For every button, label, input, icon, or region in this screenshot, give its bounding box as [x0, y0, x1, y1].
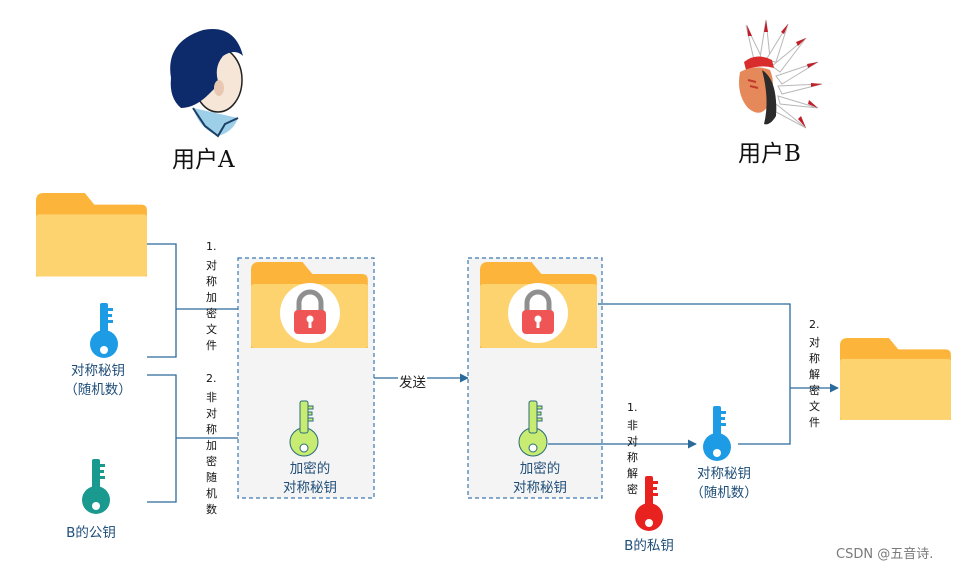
user-a-label: 用户A [172, 147, 235, 173]
box-b-key-label-line2: 对称秘钥 [513, 480, 567, 496]
step-a1-number: 1. [206, 240, 217, 253]
b-public-key-label: B的公钥 [66, 525, 116, 541]
right-symmetric-key-label: 对称秘钥 （随机数） [676, 465, 772, 503]
step-b1-text: 非对称解密 [627, 419, 638, 496]
step-a1-text: 对称加密文件 [206, 259, 217, 352]
encrypted-folder-icon-a [251, 262, 368, 348]
step-a2-text: 非对称加密随机数 [206, 391, 217, 516]
box-b-key-label-line1: 加密的 [519, 461, 561, 477]
box-a-key-label-line1: 加密的 [289, 461, 331, 477]
b-private-key-label: B的私钥 [624, 538, 674, 554]
decrypted-symmetric-key-icon [703, 406, 731, 461]
user-b-label: 用户B [738, 141, 801, 167]
b-private-key-icon [635, 476, 663, 531]
right-symmetric-key-label-line1: 对称秘钥 [697, 466, 751, 482]
plain-file-folder-icon [36, 193, 147, 277]
right-symmetric-key-label-line2: （随机数） [690, 485, 758, 501]
send-label: 发送 [398, 371, 427, 391]
right-flow-lines [548, 303, 839, 449]
step-b2-number: 2. [809, 318, 820, 331]
box-b-key-label: 加密的 对称秘钥 [500, 460, 580, 498]
step-b1-number: 1. [627, 401, 638, 414]
step-b2-text: 对称解密文件 [809, 336, 820, 429]
symmetric-key-icon [90, 303, 118, 358]
symmetric-key-label-line1: 对称秘钥 [71, 363, 125, 379]
step-a2-number: 2. [206, 372, 217, 385]
left-bracket-lines [147, 243, 277, 503]
decrypted-file-folder-icon [840, 338, 951, 420]
user-b-avatar [739, 19, 823, 129]
symmetric-key-label: 对称秘钥 （随机数） [50, 362, 146, 400]
box-a-key-label-line2: 对称秘钥 [283, 480, 337, 496]
encrypted-folder-icon-b [480, 262, 597, 348]
symmetric-key-label-line2: （随机数） [64, 382, 132, 398]
box-a-key-label: 加密的 对称秘钥 [270, 460, 350, 498]
b-public-key-icon [82, 459, 110, 514]
watermark: CSDN @五音诗. [836, 547, 934, 562]
user-a-avatar [170, 29, 243, 138]
